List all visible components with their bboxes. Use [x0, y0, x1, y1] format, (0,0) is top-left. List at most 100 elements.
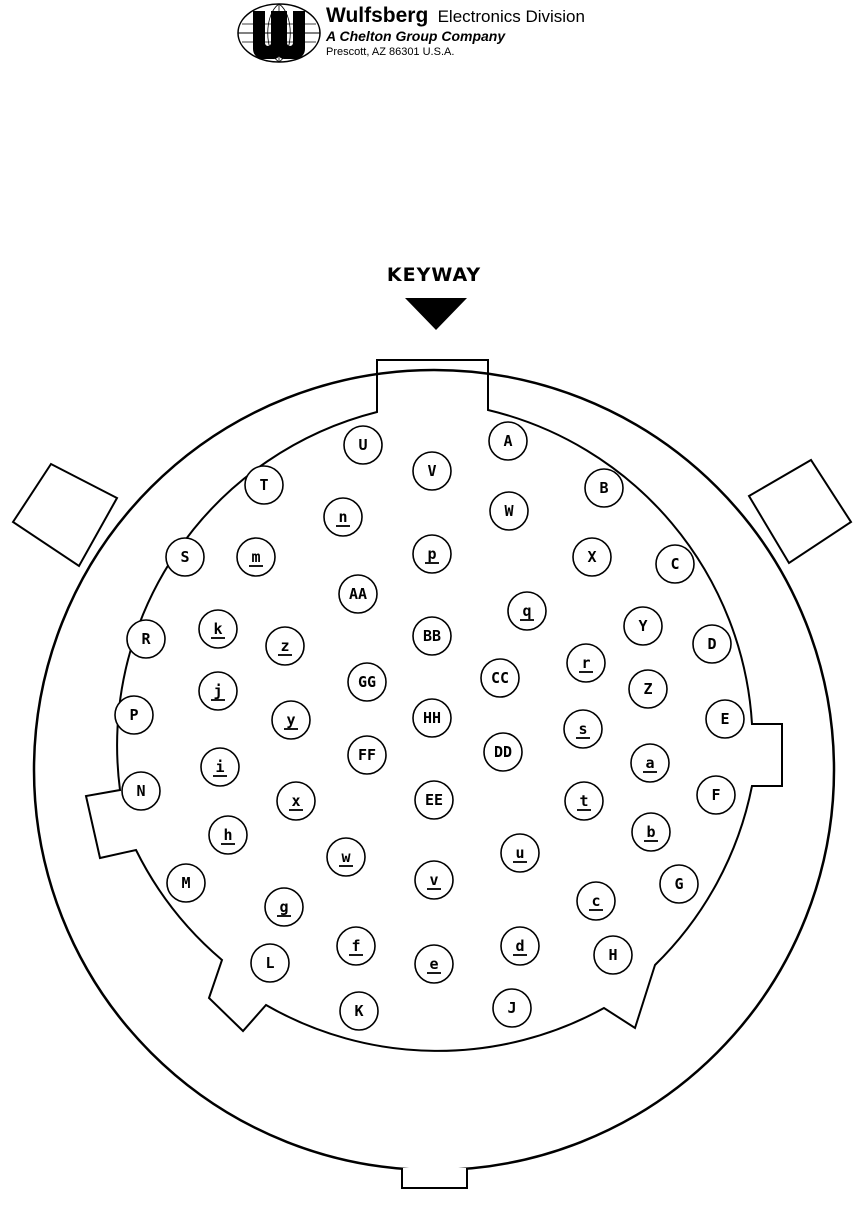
contact-pin: L — [251, 944, 289, 982]
pin-label: P — [129, 706, 138, 724]
pin-label: D — [707, 635, 716, 653]
pin-label: e — [429, 955, 438, 973]
pin-label: u — [515, 844, 524, 862]
contact-pin: p — [413, 535, 451, 573]
pin-label: r — [581, 654, 590, 672]
contact-pin: c — [577, 882, 615, 920]
pin-label: U — [358, 436, 367, 454]
pin-label: b — [646, 823, 655, 841]
contact-pin: t — [565, 782, 603, 820]
contact-pin: Z — [629, 670, 667, 708]
pin-label: A — [503, 432, 512, 450]
pin-label: F — [711, 786, 720, 804]
contact-pin: E — [706, 700, 744, 738]
contact-pin: a — [631, 744, 669, 782]
contact-pin: GG — [348, 663, 386, 701]
contact-pin: W — [490, 492, 528, 530]
mounting-tab-bottom — [402, 1168, 467, 1188]
contact-pin: H — [594, 936, 632, 974]
contact-pin: BB — [413, 617, 451, 655]
contact-pin: G — [660, 865, 698, 903]
contact-pin: CC — [481, 659, 519, 697]
contact-pin: D — [693, 625, 731, 663]
contact-pin: b — [632, 813, 670, 851]
contact-pin: AA — [339, 575, 377, 613]
contact-pin: w — [327, 838, 365, 876]
mounting-tab-right — [749, 460, 851, 563]
pin-label: HH — [423, 709, 441, 727]
pin-label: X — [587, 548, 596, 566]
contact-pin: h — [209, 816, 247, 854]
mounting-tab-left — [13, 464, 117, 566]
pin-label: C — [670, 555, 679, 573]
contact-pin: g — [265, 888, 303, 926]
contact-pin: m — [237, 538, 275, 576]
contact-pin: S — [166, 538, 204, 576]
pin-label: DD — [494, 743, 512, 761]
pin-label: EE — [425, 791, 443, 809]
contact-pin: V — [413, 452, 451, 490]
pin-label: S — [180, 548, 189, 566]
pin-label: w — [341, 848, 351, 866]
pin-label: n — [338, 508, 347, 526]
pin-label: v — [429, 871, 438, 889]
contact-pin: DD — [484, 733, 522, 771]
pin-label: L — [265, 954, 274, 972]
contact-pin: J — [493, 989, 531, 1027]
pin-label: c — [591, 892, 600, 910]
contact-pin: y — [272, 701, 310, 739]
pin-layer: UAVTBnWSmpXCAAqRkzBBYDGGCCrjZPyHHsEFFDDi… — [115, 422, 744, 1030]
pin-label: R — [141, 630, 151, 648]
pin-label: y — [286, 711, 295, 729]
pin-label: H — [608, 946, 617, 964]
pin-label: q — [522, 602, 531, 620]
contact-pin: FF — [348, 736, 386, 774]
pin-label: K — [354, 1002, 363, 1020]
pin-label: E — [720, 710, 729, 728]
contact-pin: q — [508, 592, 546, 630]
pin-label: g — [279, 898, 288, 916]
contact-pin: Y — [624, 607, 662, 645]
contact-pin: k — [199, 610, 237, 648]
contact-pin: z — [266, 627, 304, 665]
contact-pin: s — [564, 710, 602, 748]
pin-label: f — [351, 937, 360, 955]
pin-label: B — [599, 479, 608, 497]
keyway-arrow-icon — [405, 298, 467, 330]
contact-pin: HH — [413, 699, 451, 737]
contact-pin: X — [573, 538, 611, 576]
pin-label: CC — [491, 669, 509, 687]
pin-label: M — [181, 874, 190, 892]
pin-label: W — [504, 502, 514, 520]
pin-label: h — [223, 826, 232, 844]
pin-label: p — [427, 545, 436, 563]
contact-pin: j — [199, 672, 237, 710]
pin-label: j — [213, 682, 222, 700]
pin-label: FF — [358, 746, 376, 764]
pin-label: Z — [643, 680, 652, 698]
pin-label: a — [645, 754, 654, 772]
contact-pin: r — [567, 644, 605, 682]
pin-label: Y — [638, 617, 647, 635]
pin-label: J — [507, 999, 516, 1017]
pin-label: m — [251, 548, 260, 566]
contact-pin: i — [201, 748, 239, 786]
contact-pin: EE — [415, 781, 453, 819]
contact-pin: N — [122, 772, 160, 810]
contact-pin: K — [340, 992, 378, 1030]
contact-pin: A — [489, 422, 527, 460]
contact-pin: f — [337, 927, 375, 965]
pin-label: GG — [358, 673, 376, 691]
pin-label: t — [579, 792, 588, 810]
pin-label: BB — [423, 627, 441, 645]
pin-label: i — [215, 758, 224, 776]
pin-label: N — [136, 782, 145, 800]
pin-label: x — [291, 792, 300, 810]
contact-pin: v — [415, 861, 453, 899]
contact-pin: C — [656, 545, 694, 583]
contact-pin: x — [277, 782, 315, 820]
pin-label: V — [427, 462, 436, 480]
contact-pin: U — [344, 426, 382, 464]
contact-pin: d — [501, 927, 539, 965]
